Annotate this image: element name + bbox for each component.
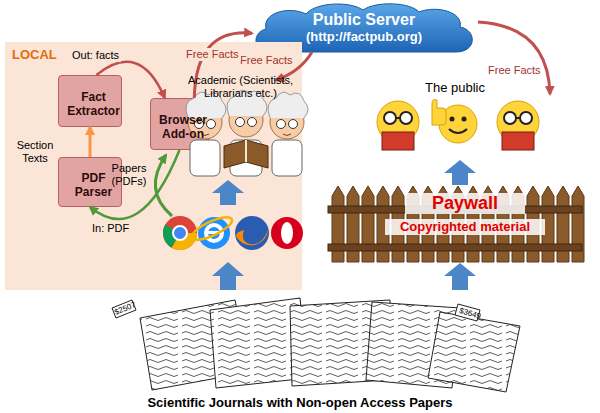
node-title: Browser Add-on [159,113,207,141]
flow-label: Free Facts [240,54,293,67]
node-subtitle: (http://factpub.org) [306,29,422,45]
connector-label: Free Facts [184,48,241,61]
public-figures [377,100,539,151]
paywall-fence [328,186,584,262]
flow-label: Free Facts [488,64,541,77]
connector-label: Section Texts [12,139,58,165]
connector-label: Out: facts [70,49,121,62]
journal-papers [112,298,520,392]
scientist-figures [186,90,308,176]
process-box: Fact Extractor [58,75,122,127]
fence-rail [328,244,582,251]
node-title: Public Server [313,11,415,29]
group-heading: Academic (Scientists, Librarians etc.) [178,74,303,100]
node-title: Fact Extractor [67,90,120,118]
paywall-title: Paywall [405,193,525,214]
group-heading: The public [415,80,495,96]
flow-connector [89,127,92,157]
price-tag: $2507 [113,299,138,318]
connector-label: In: PDF [90,222,131,235]
node-title: LOCAL [12,47,57,62]
flow-label: Papers (PDFs) [106,162,152,188]
free-facts-arrow [478,22,550,94]
figure-caption: Scientific Journals with Non-open Access… [0,395,600,410]
node-title: PDF Parser [69,171,118,199]
paywall-note: Copyrighted material [385,219,545,235]
